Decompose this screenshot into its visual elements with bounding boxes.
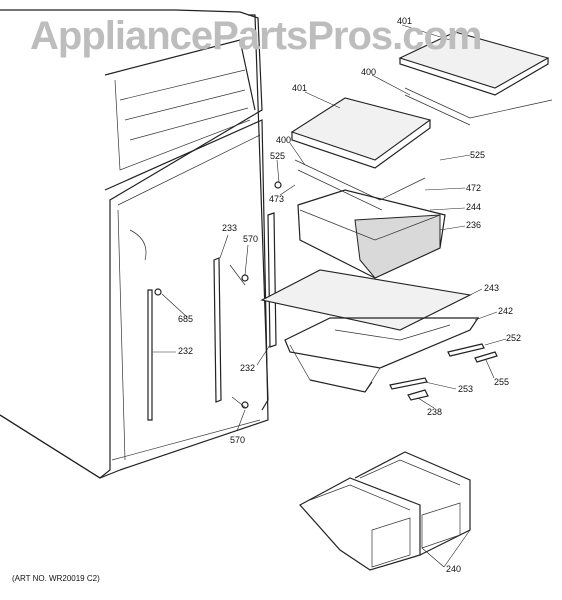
callout-243: 243	[484, 283, 500, 293]
watermark-text: AppliancePartsPros.com	[30, 14, 482, 58]
meat-pan	[297, 189, 446, 279]
art-number: (ART NO. WR20019 C2)	[12, 574, 100, 583]
small-parts	[389, 343, 498, 401]
callout-238: 238	[427, 407, 443, 417]
shelf-rail-232-left	[147, 289, 153, 421]
callout-252: 252	[506, 333, 522, 343]
callout-400-middle: 400	[276, 135, 292, 145]
callout-525-left: 525	[270, 151, 286, 161]
callout-240: 240	[446, 564, 462, 574]
leader-lines	[153, 24, 507, 568]
crisper-frame	[284, 317, 480, 393]
callout-570-upper: 570	[243, 234, 259, 244]
callout-233: 233	[222, 223, 238, 233]
shelf-rail-233	[154, 181, 282, 409]
callout-253: 253	[458, 384, 474, 394]
crisper-cover-glass	[260, 269, 472, 331]
callout-570-lower: 570	[230, 435, 246, 445]
callout-255: 255	[494, 377, 510, 387]
crisper-drawers	[299, 451, 471, 571]
callout-473: 473	[269, 194, 285, 204]
glass-shelf-upper	[398, 31, 553, 126]
callout-244: 244	[466, 202, 482, 212]
callout-232-right: 232	[240, 363, 256, 373]
callout-400-upper: 400	[361, 67, 377, 77]
glass-shelf-middle	[290, 97, 432, 211]
refrigerator-cabinet	[0, 9, 269, 479]
callout-472: 472	[466, 183, 482, 193]
callout-236: 236	[466, 220, 482, 230]
callout-685: 685	[178, 314, 194, 324]
callout-232-left: 232	[178, 346, 194, 356]
callout-401-middle: 401	[292, 83, 308, 93]
callout-242: 242	[498, 306, 514, 316]
callout-525-right: 525	[470, 150, 486, 160]
callout-401-upper: 401	[397, 16, 413, 26]
